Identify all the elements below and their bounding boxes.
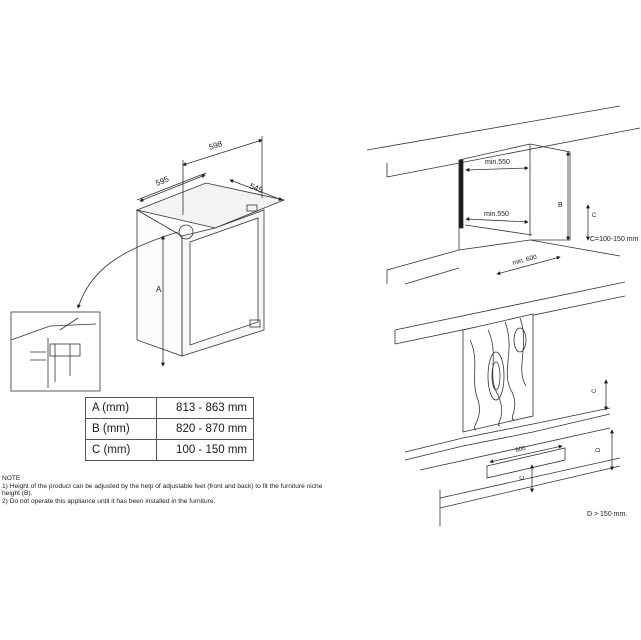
- plinth-c-bottom-label: C: [520, 475, 526, 480]
- table-row: A (mm) 813 - 863 mm: [85, 397, 254, 419]
- fridge-drawing: [77, 136, 286, 367]
- hinge-detail-inset: [10, 311, 101, 392]
- dim-value: 820 - 870 mm: [156, 418, 254, 440]
- niche-c-label: C: [592, 213, 597, 219]
- c-range-note: C=100-150 mm: [590, 236, 639, 243]
- niche-min-bottom-label: min.550: [484, 211, 509, 218]
- fridge-depth-top-label: 598: [208, 139, 224, 152]
- dim-label: A (mm): [85, 397, 157, 419]
- notes-line-1: 1) Height of the product can be adjusted…: [2, 482, 323, 498]
- notes-heading: NOTE: [2, 475, 21, 482]
- plinth-600-label: 600: [515, 446, 527, 454]
- dim-label: B (mm): [85, 418, 157, 440]
- dimension-table: A (mm) 813 - 863 mm B (mm) 820 - 870 mm …: [85, 397, 254, 461]
- niche-b-label: B: [558, 202, 563, 209]
- niche-min-depth-label: min. 600: [512, 254, 538, 267]
- dim-value: 100 - 150 mm: [156, 439, 254, 461]
- plinth-c-right-label: C: [592, 388, 598, 393]
- plinth-drawing: [394, 281, 626, 526]
- notes-line-2: 2) Do not operate this appliance until i…: [2, 497, 216, 505]
- niche-drawing: [366, 105, 641, 285]
- table-row: B (mm) 820 - 870 mm: [85, 418, 254, 440]
- fridge-height-label: A: [156, 285, 162, 294]
- dim-value: 813 - 863 mm: [156, 397, 254, 419]
- fridge-width-label: 595: [154, 174, 170, 188]
- plinth-d-label: D: [596, 447, 602, 452]
- table-row: C (mm) 100 - 150 mm: [85, 439, 254, 461]
- niche-min-top-label: min.550: [485, 159, 510, 166]
- d-range-note: D > 150 mm.: [587, 511, 628, 518]
- notes-block: NOTE 1) Height of the product can be adj…: [2, 475, 332, 505]
- dim-label: C (mm): [85, 439, 157, 461]
